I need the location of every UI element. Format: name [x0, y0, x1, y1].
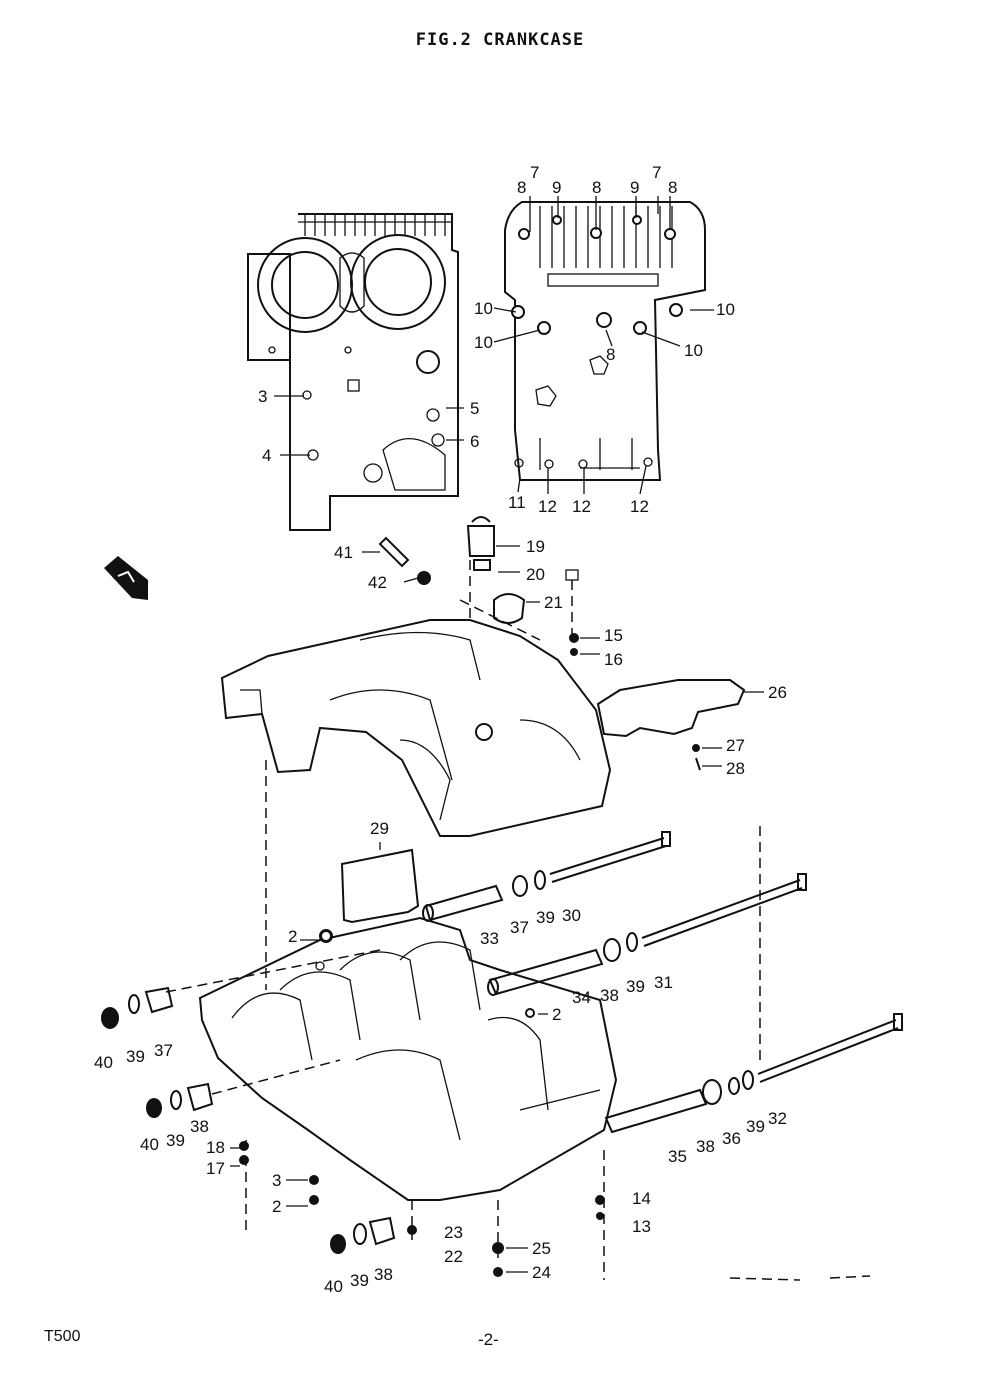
- callout-label: 11: [508, 493, 526, 512]
- callout-label: 2: [552, 1005, 561, 1024]
- callout-label: 26: [768, 683, 787, 702]
- callout-labels: 7 8 9 8 9 7 8 10 10 10 10 8 3 5 4 6 11 1…: [94, 163, 787, 1296]
- callout-label: 23: [444, 1223, 463, 1242]
- callout-label: 22: [444, 1247, 463, 1266]
- callout-label: 38: [190, 1117, 209, 1136]
- callout-label: 12: [538, 497, 557, 516]
- callout-label: 38: [374, 1265, 393, 1284]
- small-parts-lower: [239, 930, 605, 1277]
- callout-label: 4: [262, 446, 271, 465]
- callout-label: 36: [722, 1129, 741, 1148]
- callout-label: 2: [288, 927, 297, 946]
- callout-label: 40: [94, 1053, 113, 1072]
- small-parts-upper: [378, 516, 579, 656]
- callout-label: 10: [716, 300, 735, 319]
- callout-label: 10: [684, 341, 703, 360]
- callout-label: 28: [726, 759, 745, 778]
- callout-label: 10: [474, 333, 493, 352]
- callout-label: 37: [510, 918, 529, 937]
- callout-label: 42: [368, 573, 387, 592]
- callout-label: 8: [606, 345, 615, 364]
- callout-label: 7: [652, 163, 661, 182]
- callout-label: 15: [604, 626, 623, 645]
- callout-label: 5: [470, 399, 479, 418]
- callout-label: 12: [630, 497, 649, 516]
- callout-label: 8: [517, 178, 526, 197]
- callout-label: 39: [536, 908, 555, 927]
- upper-crankcase-top-view: [504, 201, 706, 481]
- callout-label: 8: [668, 178, 677, 197]
- shafts: [101, 831, 903, 1254]
- callout-label: 6: [470, 432, 479, 451]
- callout-label: 33: [480, 929, 499, 948]
- callout-label: 40: [140, 1135, 159, 1154]
- page-number: -2-: [478, 1330, 499, 1349]
- callout-label: 39: [166, 1131, 185, 1150]
- callout-label: 29: [370, 819, 389, 838]
- upper-crankcase-front-view: [247, 213, 459, 531]
- callout-label: 20: [526, 565, 545, 584]
- callout-label: 19: [526, 537, 545, 556]
- callout-label: 25: [532, 1239, 551, 1258]
- callout-label: 9: [630, 178, 639, 197]
- callout-label: 39: [746, 1117, 765, 1136]
- callout-label: 24: [532, 1263, 551, 1282]
- leader-lines: [230, 196, 764, 1273]
- callout-label: 3: [258, 387, 267, 406]
- callout-label: 14: [632, 1189, 651, 1208]
- callout-label: 2: [272, 1197, 281, 1216]
- callout-label: 39: [350, 1271, 369, 1290]
- callout-label: 37: [154, 1041, 173, 1060]
- callout-label: 35: [668, 1147, 687, 1166]
- callout-label: 3: [272, 1171, 281, 1190]
- alignment-lines: [165, 560, 871, 1281]
- lower-crankcase: [198, 916, 618, 1201]
- callout-label: 30: [562, 906, 581, 925]
- callout-label: 32: [768, 1109, 787, 1128]
- front-direction-arrow-icon: [104, 556, 148, 600]
- bracket: [596, 679, 746, 771]
- callout-label: 7: [530, 163, 539, 182]
- callout-label: 8: [592, 178, 601, 197]
- callout-label: 38: [600, 986, 619, 1005]
- callout-label: 38: [696, 1137, 715, 1156]
- callout-label: 9: [552, 178, 561, 197]
- callout-label: 10: [474, 299, 493, 318]
- callout-label: 39: [126, 1047, 145, 1066]
- lower-cover: [220, 619, 612, 837]
- callout-label: 12: [572, 497, 591, 516]
- callout-label: 31: [654, 973, 673, 992]
- model-name: T500: [44, 1328, 81, 1345]
- gasket: [340, 848, 420, 924]
- callout-label: 17: [206, 1159, 225, 1178]
- callout-label: 34: [572, 988, 591, 1007]
- callout-label: 40: [324, 1277, 343, 1296]
- callout-label: 21: [544, 593, 563, 612]
- callout-label: 39: [626, 977, 645, 996]
- callout-label: 16: [604, 650, 623, 669]
- callout-label: 18: [206, 1138, 225, 1157]
- figure-title: FIG.2 CRANKCASE: [415, 30, 585, 50]
- callout-label: 27: [726, 736, 745, 755]
- callout-label: 41: [334, 543, 353, 562]
- callout-label: 13: [632, 1217, 651, 1236]
